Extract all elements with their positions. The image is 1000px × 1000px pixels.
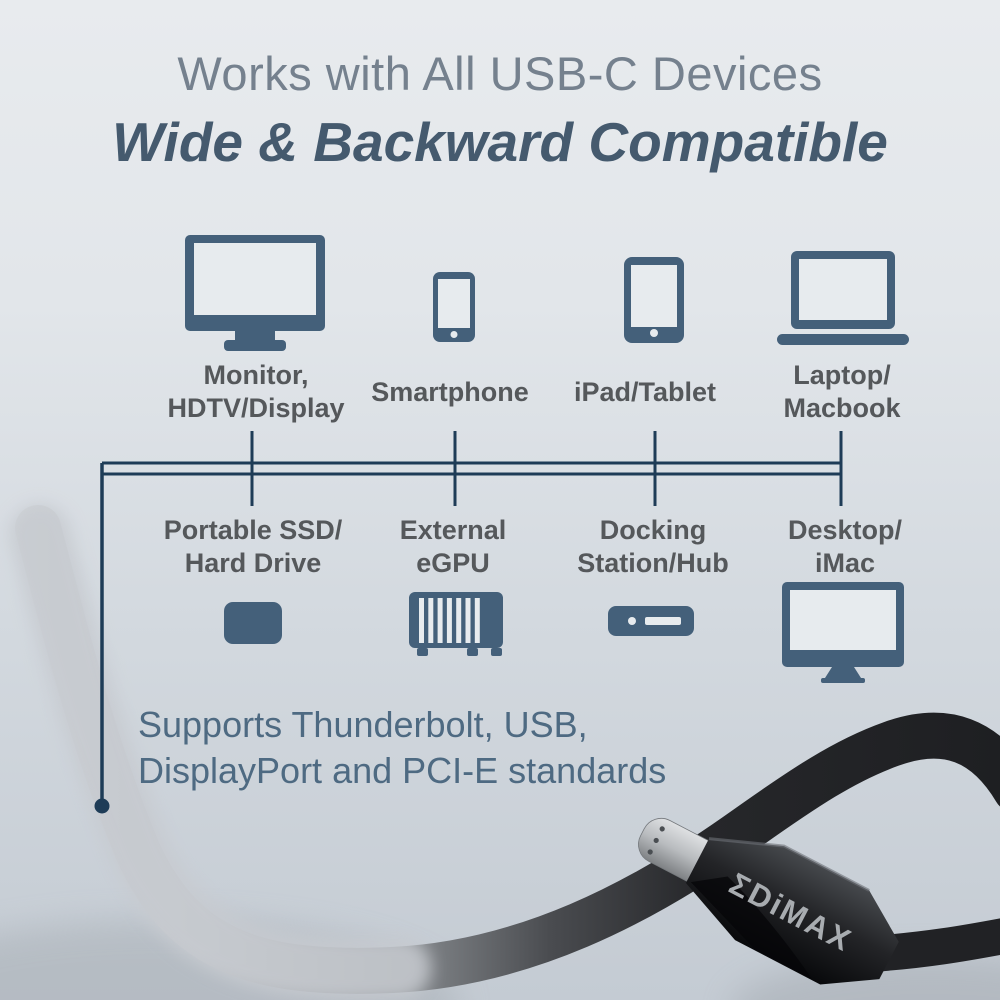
cable-shadow	[0, 920, 460, 1000]
laptop-icon	[777, 251, 909, 345]
device-label-docking-station: Docking Station/Hub	[577, 515, 729, 578]
desktop-imac-icon	[782, 582, 904, 683]
device-label-tablet: iPad/Tablet	[573, 376, 717, 407]
smartphone-icon	[433, 272, 475, 342]
cable-from-connector	[854, 918, 1000, 972]
connector-end-dot	[94, 798, 110, 814]
supported-standards-note: Supports Thunderbolt, USB, DisplayPort a…	[138, 704, 667, 791]
plug-contact-dot	[647, 849, 653, 855]
tablet-icon	[624, 257, 684, 343]
edimax-logo: ΣDiMAX	[724, 866, 859, 959]
page-subtitle: Wide & Backward Compatible	[112, 111, 888, 173]
cable-shadow-right	[733, 955, 1000, 1000]
page-title: Works with All USB-C Devices	[177, 47, 823, 100]
device-label-laptop: Laptop/ Macbook	[783, 360, 901, 423]
usb-c-connector: ΣDiMAX	[638, 817, 899, 985]
docking-station-icon	[608, 606, 694, 636]
plug-contact-dot	[653, 837, 659, 844]
usb-c-plug-metal	[638, 817, 724, 887]
device-label-portable-ssd: Portable SSD/ Hard Drive	[163, 515, 343, 578]
device-label-monitor: Monitor, HDTV/Display	[167, 360, 345, 423]
device-label-desktop-imac: Desktop/ iMac	[787, 515, 903, 578]
portable-ssd-icon	[224, 602, 282, 644]
egpu-icon	[409, 592, 503, 656]
connector-body-highlight	[708, 837, 870, 892]
connector-body	[685, 838, 899, 985]
plug-contact-dot	[659, 826, 665, 832]
connector-gloss	[690, 876, 812, 979]
device-label-smartphone: Smartphone	[371, 376, 529, 407]
monitor-icon	[185, 235, 325, 351]
device-label-egpu: External eGPU	[399, 515, 507, 578]
